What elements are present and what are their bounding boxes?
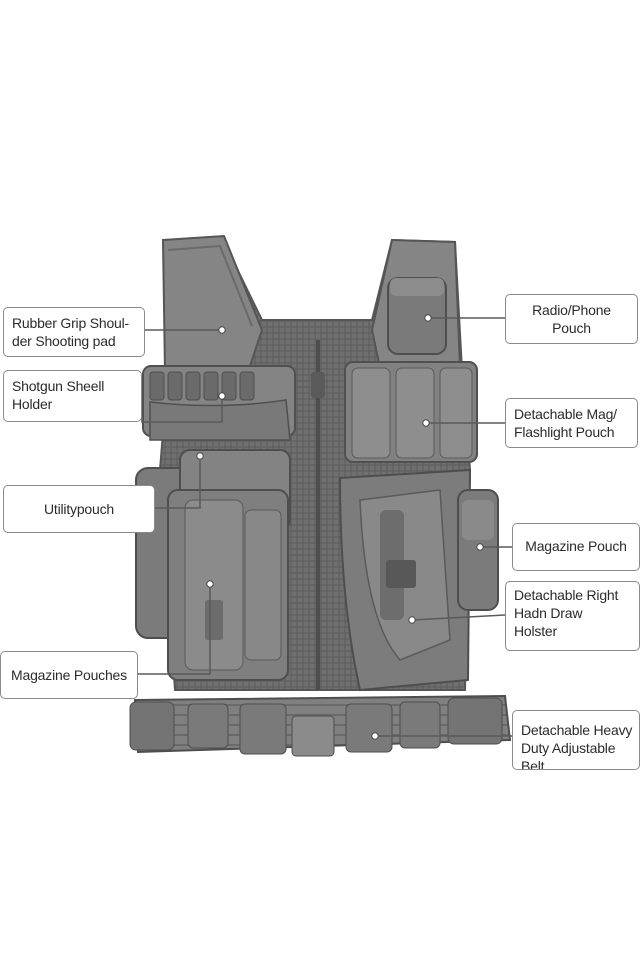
label-holster-line1: Detachable Right [514,587,619,603]
label-utility-pouch: Utilitypouch [3,485,155,533]
label-belt: Detachable Heavy Duty Adjustable Belt [512,710,640,770]
belt-shape [129,694,512,757]
label-shoulder-pad: Rubber Grip Shoul- der Shooting pad [3,307,145,357]
holster-shape [338,468,472,692]
leader-line-shell [141,396,223,423]
label-shell-holder-line2: Holder [12,396,53,412]
label-magazine-pouch: Magazine Pouch [512,523,640,571]
shell-holder-shape [142,365,296,441]
label-holster-line2: Hadn Draw [514,605,583,621]
mag-flashlight-pouch-shape [344,361,478,463]
leader-lines [138,317,512,737]
label-shoulder-pad-line2: der Shooting pad [12,333,116,349]
label-magazine-pouch-line1: Magazine Pouch [525,538,627,554]
leader-line-utility [155,456,201,509]
label-belt-line1: Detachable Heavy [521,722,633,738]
label-belt-line3: Belt [521,758,545,770]
label-utility-pouch-line1: Utilitypouch [44,501,114,517]
label-radio-pouch-line1: Radio/Phone [532,302,611,318]
label-radio-pouch-line2: Pouch [552,320,591,336]
label-holster-line3: Holster [514,623,557,639]
label-radio-pouch: Radio/Phone Pouch [505,294,638,344]
label-shoulder-pad-line1: Rubber Grip Shoul- [12,315,130,331]
label-belt-line2: Duty Adjustable [521,740,616,756]
label-mag-flashlight-line1: Detachable Mag/ [514,406,617,422]
label-magazine-pouches: Magazine Pouches [0,651,138,699]
label-holster: Detachable Right Hadn Draw Holster [505,581,640,651]
leader-dots [196,314,484,740]
magazine-pouches-shape [167,489,289,681]
radio-pouch-shape [387,277,447,355]
label-shell-holder-line1: Shotgun Sheell [12,378,105,394]
label-mag-flashlight: Detachable Mag/ Flashlight Pouch [505,398,638,448]
label-shell-holder: Shotgun Sheell Holder [3,370,142,422]
label-mag-flashlight-line2: Flashlight Pouch [514,424,615,440]
label-magazine-pouches-line1: Magazine Pouches [11,667,127,683]
leader-line-mag-pouches [138,584,211,675]
leader-line-holster [411,614,506,621]
